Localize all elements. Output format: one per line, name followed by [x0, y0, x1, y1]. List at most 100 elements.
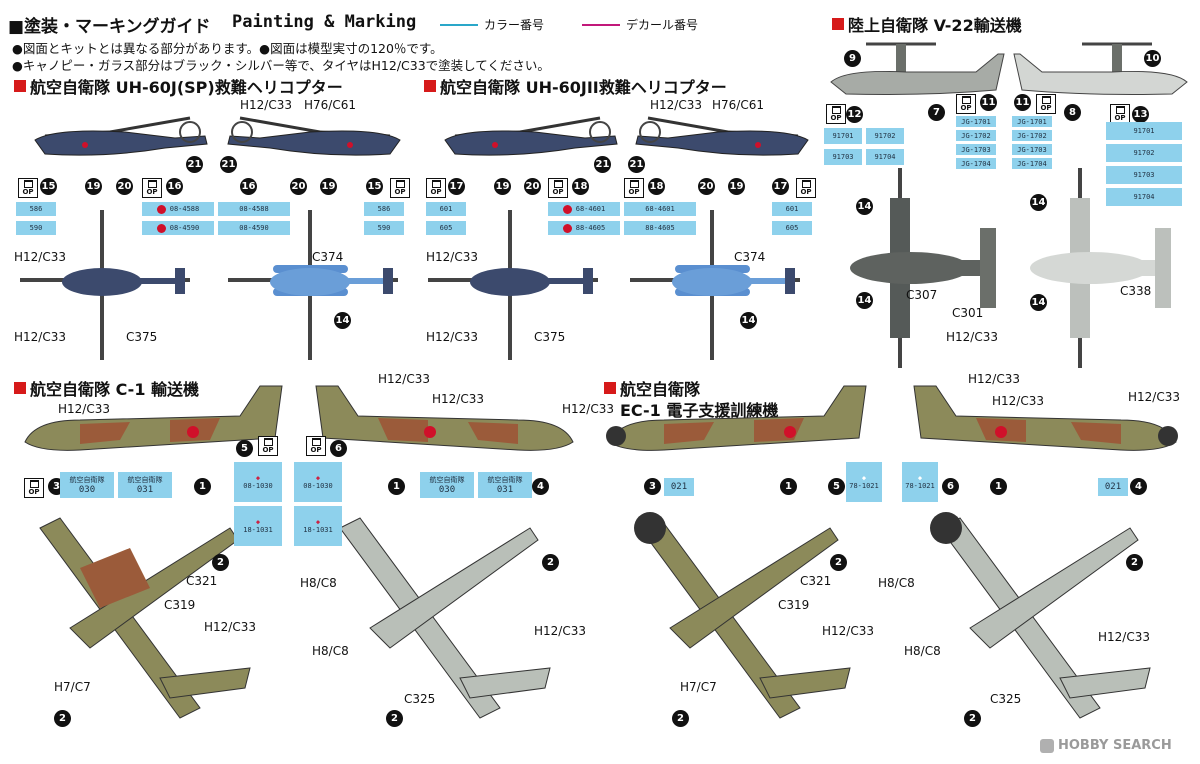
op-icon: OP — [826, 104, 846, 124]
legend-decal-line — [582, 23, 620, 26]
color-label: C374 — [312, 250, 344, 264]
color-label: H12/C33 — [946, 330, 998, 344]
roundel-icon — [156, 223, 166, 233]
section-v22-label: 陸上自衛隊 V-22輸送機 — [848, 16, 1022, 35]
decal-number-badge: 16 — [240, 178, 257, 195]
decal-number-badge: 21 — [220, 156, 237, 173]
decal-v22: 91703 — [1106, 166, 1182, 184]
decal-number-badge: 14 — [1030, 194, 1047, 211]
decal-number-badge: 11 — [1014, 94, 1031, 111]
decal-c1-serial: ◆08-1030 — [234, 462, 282, 502]
decal-number-badge: 2 — [542, 554, 559, 571]
watermark: HOBBY SEARCH — [1040, 738, 1172, 753]
color-label: H7/C7 — [680, 680, 717, 694]
color-label: H12/C33 — [378, 372, 430, 386]
color-label: H12/C33 — [14, 330, 66, 344]
unit-emblem-icon: ◆ — [315, 474, 321, 482]
decal-v22: 91701 — [1106, 122, 1182, 140]
ec1-side-left-illustration — [606, 385, 867, 451]
decal-v22-jg: JG-1703 — [956, 144, 996, 155]
section-uh60j-label: 航空自衛隊 UH-60J(SP)救難ヘリコプター — [30, 78, 343, 97]
decal-v22-jg: JG-1704 — [956, 158, 996, 169]
decal-serial: 08-4588 — [142, 202, 214, 216]
color-label: C375 — [126, 330, 158, 344]
op-icon: OP — [956, 94, 976, 114]
color-label: C325 — [404, 692, 436, 706]
decal-number-badge: 17 — [448, 178, 465, 195]
section-v22: 陸上自衛隊 V-22輸送機 — [832, 12, 1022, 36]
page-title-jp: ■塗装・マーキングガイド — [8, 17, 211, 37]
decal-number-badge: 21 — [628, 156, 645, 173]
op-icon: OP — [796, 178, 816, 198]
decal-number-badge: 20 — [290, 178, 307, 195]
op-icon: OP — [624, 178, 644, 198]
decal-v22-jg: JG-1701 — [956, 116, 996, 127]
decal-number-badge: 2 — [672, 710, 689, 727]
c1-bottom-illustration — [339, 517, 551, 719]
uh60j-top-illustration — [20, 210, 190, 360]
color-label: H12/C33 — [822, 624, 874, 638]
decal-number-badge: 2 — [386, 710, 403, 727]
uh60j-side-right-illustration — [227, 116, 401, 156]
hobby-search-logo-icon — [1040, 738, 1054, 753]
c1-side-left-illustration — [24, 385, 283, 451]
decal-number-badge: 8 — [1064, 104, 1081, 121]
decal-number-badge: 20 — [116, 178, 133, 195]
decal-ec1-serial: ◆78-1021 — [846, 462, 882, 502]
red-square-icon — [14, 80, 26, 92]
decal-tail: 590 — [16, 221, 56, 235]
decal-number-badge: 19 — [494, 178, 511, 195]
decal-number-badge: 1 — [194, 478, 211, 495]
decal-serial: 08-4590 — [142, 221, 214, 235]
roundel-icon — [562, 204, 572, 214]
decal-number-badge: 9 — [844, 50, 861, 67]
page-title-en: Painting & Marking — [232, 12, 417, 32]
legend-color: カラー番号 — [440, 16, 544, 33]
decal-v22-jg: JG-1704 — [1012, 158, 1052, 169]
decal-number-badge: 2 — [830, 554, 847, 571]
color-label: H12/C33 — [1098, 630, 1150, 644]
color-label: H12/C33 — [534, 624, 586, 638]
decal-c1-serial: ◆18-1031 — [234, 506, 282, 546]
decal-number-badge: 20 — [524, 178, 541, 195]
color-label: C375 — [534, 330, 566, 344]
section-ec1: 航空自衛隊 — [604, 376, 700, 400]
op-icon: OP — [24, 478, 44, 498]
decal-number-badge: 1 — [780, 478, 797, 495]
red-square-icon — [14, 382, 26, 394]
color-label: C374 — [734, 250, 766, 264]
decal-number-badge: 14 — [334, 312, 351, 329]
legend-decal: デカール番号 — [582, 16, 698, 33]
section-ec1-label2: EC-1 電子支援訓練機 — [620, 401, 779, 420]
decal-number-badge: 3 — [644, 478, 661, 495]
color-label: H76/C61 — [712, 98, 764, 112]
decal-v22-jg: JG-1702 — [956, 130, 996, 141]
decal-number-badge: 18 — [572, 178, 589, 195]
unit-emblem-icon: ◆ — [255, 518, 261, 526]
decal-v22: 91704 — [1106, 188, 1182, 206]
note-line-2: ●キャノピー・ガラス部分はブラック・シルバー等で、タイヤはH12/C33で塗装し… — [12, 58, 550, 73]
decal-number-badge: 4 — [1130, 478, 1147, 495]
decal-number-badge: 19 — [85, 178, 102, 195]
uh60jii-side-right-illustration — [635, 116, 809, 156]
color-label: H8/C8 — [904, 644, 941, 658]
color-label: H12/C33 — [432, 392, 484, 406]
uh60j-side-left-illustration — [34, 116, 208, 156]
op-icon: OP — [306, 436, 326, 456]
ec1-bottom-illustration — [930, 512, 1151, 719]
section-uh60jii: 航空自衛隊 UH-60JII救難ヘリコプター — [424, 74, 727, 98]
decal-number-badge: 15 — [366, 178, 383, 195]
c1-top-illustration — [39, 517, 251, 719]
decal-ec1-nose: 021 — [664, 478, 694, 496]
decal-serial: 08-4588 — [218, 202, 290, 216]
note-line-1: ●図面とキットとは異なる部分があります。●図面は模型実寸の120％です。 — [12, 41, 443, 56]
section-uh60j: 航空自衛隊 UH-60J(SP)救難ヘリコプター — [14, 74, 343, 98]
decal-number-badge: 1 — [990, 478, 1007, 495]
legend-color-label: カラー番号 — [484, 18, 545, 32]
uh60jii-bottom-illustration — [630, 210, 800, 360]
color-label: H8/C8 — [878, 576, 915, 590]
decal-number-badge: 14 — [1030, 294, 1047, 311]
decal-v22: 91702 — [1106, 144, 1182, 162]
